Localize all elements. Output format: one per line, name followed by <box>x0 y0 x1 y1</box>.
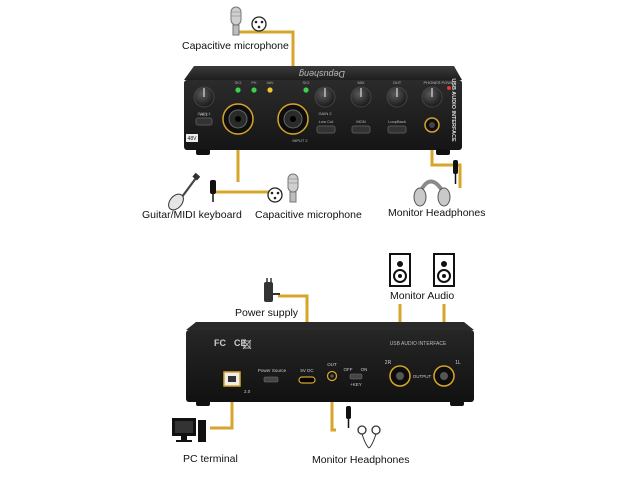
gain2-label: GAIN 2 <box>318 111 332 116</box>
output-jack-1l[interactable] <box>433 365 455 387</box>
jack-plug-icon <box>453 160 458 184</box>
model-vertical-text: USB AUDIO INTERFACE <box>450 78 456 142</box>
front-headphone-jack[interactable] <box>424 117 440 133</box>
headphones-icon <box>413 179 451 207</box>
label-power-supply: Power supply <box>235 307 299 319</box>
led-sig-2 <box>303 87 309 93</box>
dc-port[interactable] <box>298 376 316 384</box>
power-adapter-icon <box>264 278 280 302</box>
combo-input-1[interactable] <box>222 103 254 135</box>
speaker-icon <box>389 253 411 287</box>
speaker-icon <box>433 253 455 287</box>
led-row <box>235 87 309 93</box>
output-jack-1l-socket <box>440 372 448 380</box>
front-device: Depusheng SIG PK 48V SIG <box>184 66 462 155</box>
input2-label: INPUT 2 <box>292 138 308 143</box>
knobs <box>193 86 443 108</box>
led-label-48v: 48V <box>266 80 273 85</box>
front-headphone-jack-socket <box>429 122 435 128</box>
loopback-label: LoopBack <box>388 119 406 124</box>
rear-device: FC CE USB AUDIO INTERFACE 2.0 Power Sour… <box>186 322 474 406</box>
usb-port-socket <box>228 376 236 382</box>
earphones-icon <box>357 425 381 449</box>
hiz-button[interactable] <box>195 117 213 126</box>
mix-label: MIX <box>357 80 364 85</box>
label-guitar-midi: Guitar/MIDI keyboard <box>142 209 242 221</box>
jack-plug-icon <box>210 180 216 202</box>
rear-device-top <box>186 322 474 330</box>
lowcut-label: Low Cut <box>319 119 335 124</box>
label-top-mic: Capacitive microphone <box>182 40 289 52</box>
badge-48v <box>186 134 198 142</box>
jack-plug-icon <box>346 406 351 428</box>
rear-out-jack-socket <box>330 374 334 378</box>
power-led <box>447 86 451 90</box>
hiz-label: Hi-Z <box>200 112 208 117</box>
label-monitor-audio: Monitor Audio <box>390 290 454 302</box>
dc-label: 5V DC <box>300 368 314 373</box>
out-rear-label: OUT <box>327 362 337 367</box>
led-sig-1 <box>235 87 241 93</box>
jack-2r-label: 2R <box>385 360 392 366</box>
combo-input-2[interactable] <box>277 103 309 135</box>
xlr-connector-icon <box>251 16 267 32</box>
mon-label: MON <box>356 119 365 124</box>
loopback-button[interactable] <box>387 125 407 134</box>
led-label-pk: PK <box>251 80 257 85</box>
led-48v <box>267 87 273 93</box>
cert-fc: FC <box>214 338 226 348</box>
microphone-icon <box>287 173 299 203</box>
front-device-top <box>184 66 462 80</box>
xlr-connector-icon <box>267 187 283 203</box>
label-monitor-headphones-front: Monitor Headphones <box>388 207 485 219</box>
label-pc-terminal: PC terminal <box>183 453 238 465</box>
switch-off-label: OFF <box>344 367 353 372</box>
weee-icon <box>242 339 252 350</box>
front-buttons <box>195 117 407 134</box>
pc-icon <box>172 418 206 442</box>
power-source-switch[interactable] <box>263 376 279 383</box>
led-label-sig-2: SIG <box>303 80 310 85</box>
rear-title: USB AUDIO INTERFACE <box>390 341 447 347</box>
wire-pc <box>210 392 234 430</box>
led-label-sig-1: SIG <box>235 80 242 85</box>
gain1-label: GAIN 1 <box>197 111 211 116</box>
jack-1l-label: 1L <box>455 360 461 366</box>
phones-label: PHONES <box>424 80 441 85</box>
output-label: OUTPUT <box>413 374 432 379</box>
led-pk <box>251 87 257 93</box>
rear-foot-right <box>450 401 464 406</box>
lowcut-button[interactable] <box>316 125 336 134</box>
brand-text: Depusheng <box>299 69 345 79</box>
output-jack-2r-socket <box>396 372 404 380</box>
switch-on-label: ON <box>361 367 368 372</box>
cert-ce: CE <box>234 338 247 348</box>
rear-foot-left <box>196 401 210 406</box>
usb-label: 2.0 <box>244 389 251 394</box>
combo-input-2-hole <box>290 116 296 122</box>
power-source-label: Power Source <box>258 368 287 373</box>
key-switch[interactable] <box>349 373 363 380</box>
mon-button[interactable] <box>351 125 371 134</box>
label-monitor-headphones-rear: Monitor Headphones <box>312 454 409 466</box>
usb-port[interactable] <box>223 371 241 387</box>
label-bottom-mic: Capacitive microphone <box>255 209 362 221</box>
badge-48v-text: 48V <box>188 136 198 142</box>
combo-input-1-hole <box>235 116 241 122</box>
guitar-icon <box>168 172 201 211</box>
microphone-icon <box>230 6 242 36</box>
rear-out-jack[interactable] <box>326 370 338 382</box>
output-jack-2r[interactable] <box>389 365 411 387</box>
front-foot-right <box>436 149 450 155</box>
switch-sub-label: +KEY <box>350 382 362 387</box>
power-label: POWER <box>441 80 456 85</box>
front-foot-left <box>196 149 210 155</box>
out-label: OUT <box>393 80 402 85</box>
